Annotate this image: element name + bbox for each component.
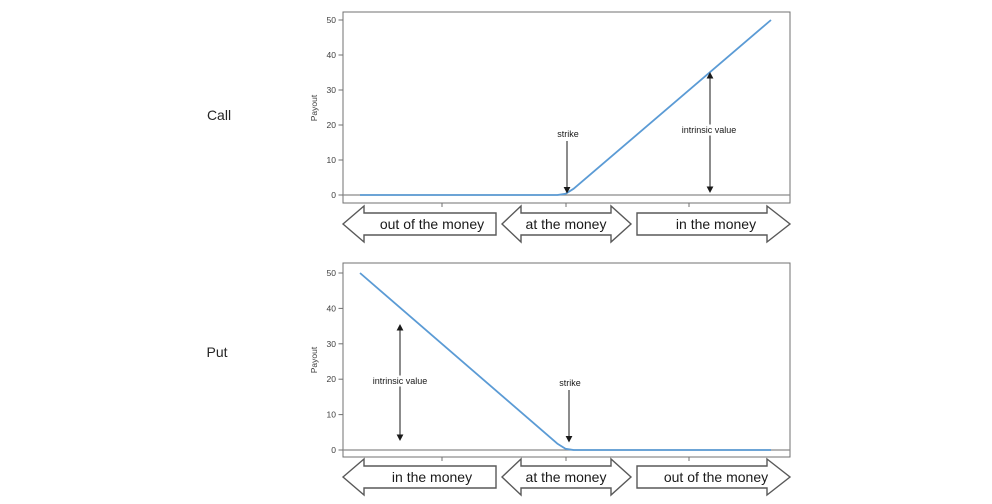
call-zone-banners: out of the money at the money in the mon… (341, 204, 792, 244)
put-x-axis-ticks (441, 457, 690, 461)
intrinsic-arrowhead-down-icon (396, 434, 404, 441)
put-intrinsic-value-annotation: intrinsic value (370, 324, 430, 441)
zone-label-atm: at the money (526, 469, 607, 485)
zone-label-atm: at the money (526, 216, 607, 232)
zone-arrow-right-icon (636, 457, 792, 497)
zone-arrow-double-icon (500, 204, 633, 244)
y-tick-label: 10 (327, 410, 337, 420)
zone-arrow-double-icon (500, 457, 633, 497)
y-tick-label: 20 (327, 120, 337, 130)
put-strike-annotation: strike (559, 378, 581, 443)
put-zone-banners: in the money at the money out of the mon… (341, 457, 792, 497)
zone-arrow-left-icon (341, 204, 497, 244)
y-tick-label: 40 (327, 303, 337, 313)
zone-arrow-left-icon (341, 457, 497, 497)
intrinsic-arrowhead-up-icon (706, 72, 714, 79)
put-chart-panel: Put Payout 0 10 20 30 40 50 intrinsic value s… (206, 262, 792, 497)
zone-label-otm: out of the money (664, 469, 768, 485)
call-y-axis-ticks: 0 10 20 30 40 50 (327, 15, 343, 200)
y-tick-label: 50 (327, 268, 337, 278)
strike-label: strike (559, 378, 581, 388)
put-row-label: Put (206, 344, 227, 360)
intrinsic-arrowhead-down-icon (706, 186, 714, 193)
strike-arrowhead-icon (565, 436, 573, 443)
call-payout-line (360, 19, 772, 196)
y-tick-label: 20 (327, 374, 337, 384)
y-tick-label: 0 (331, 445, 336, 455)
call-strike-annotation: strike (557, 129, 579, 194)
intrinsic-label-background (370, 375, 430, 387)
y-tick-label: 10 (327, 155, 337, 165)
strike-arrowhead-icon (563, 187, 571, 194)
call-row-label: Call (207, 107, 231, 123)
y-tick-label: 30 (327, 85, 337, 95)
zone-label-itm: in the money (676, 216, 756, 232)
put-plot-border (342, 262, 791, 458)
strike-label: strike (557, 129, 579, 139)
put-y-axis-label: Payout (309, 346, 319, 373)
put-payout-line (359, 272, 771, 451)
zone-label-otm: out of the money (380, 216, 484, 232)
y-tick-label: 30 (327, 339, 337, 349)
zone-label-itm: in the money (392, 469, 472, 485)
call-x-axis-ticks (441, 203, 690, 207)
intrinsic-arrowhead-up-icon (396, 324, 404, 331)
y-tick-label: 40 (327, 50, 337, 60)
intrinsic-label-background (679, 124, 739, 136)
y-tick-label: 50 (327, 15, 337, 25)
put-y-axis-ticks: 0 10 20 30 40 50 (327, 268, 343, 455)
zone-arrow-right-icon (636, 204, 792, 244)
intrinsic-value-label: intrinsic value (373, 376, 428, 386)
y-tick-label: 0 (331, 190, 336, 200)
call-chart-panel: Call Payout 0 10 20 30 40 50 strike intrinsic… (207, 11, 792, 244)
call-y-axis-label: Payout (309, 94, 319, 121)
intrinsic-value-label: intrinsic value (682, 125, 737, 135)
call-intrinsic-value-annotation: intrinsic value (679, 72, 739, 193)
